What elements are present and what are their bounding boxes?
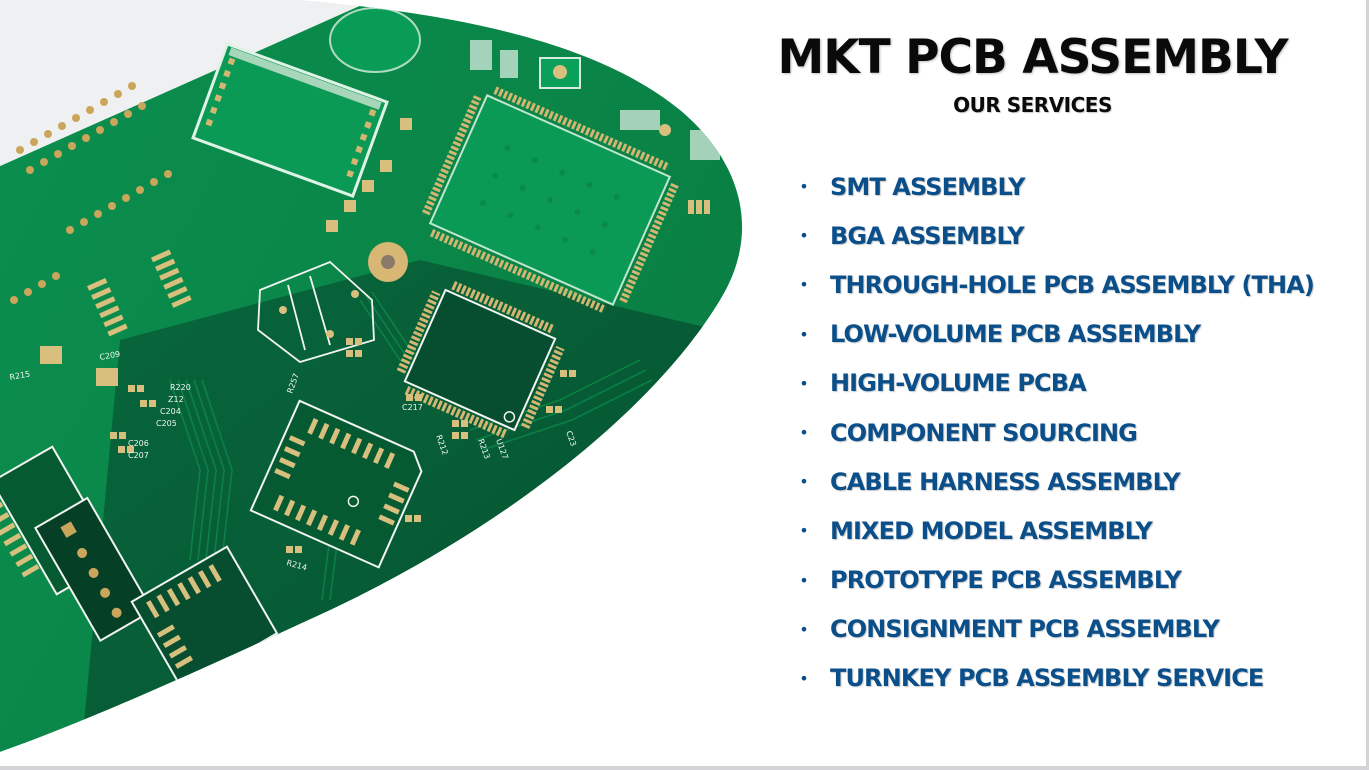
service-label: SMT ASSEMBLY [830,172,1026,201]
bullet-icon: • [799,521,809,541]
slide-border-bottom [0,766,1369,770]
service-label: MIXED MODEL ASSEMBLY [830,516,1153,545]
service-item-turnkey: • TURNKEY PCB ASSEMBLY SERVICE [793,654,1314,703]
service-label: LOW-VOLUME PCB ASSEMBLY [830,320,1201,349]
service-label: BGA ASSEMBLY [830,221,1025,250]
service-item-low-volume: • LOW-VOLUME PCB ASSEMBLY [793,310,1314,359]
services-list: • SMT ASSEMBLY • BGA ASSEMBLY • THROUGH-… [793,162,1315,703]
svg-text:C209: C209 [99,349,121,361]
service-item-cable-harness: • CABLE HARNESS ASSEMBLY [793,457,1314,506]
service-item-smt-assembly: • SMT ASSEMBLY [793,162,1314,211]
service-label: CONSIGNMENT PCB ASSEMBLY [830,615,1220,644]
bullet-icon: • [799,619,809,639]
service-label: HIGH-VOLUME PCBA [830,369,1087,398]
bullet-icon: • [799,324,809,344]
svg-text:R220: R220 [170,383,191,392]
service-item-mixed-model: • MIXED MODEL ASSEMBLY [793,506,1314,555]
service-label: TURNKEY PCB ASSEMBLY SERVICE [830,664,1264,693]
service-item-high-volume: • HIGH-VOLUME PCBA [793,359,1314,408]
service-label: PROTOTYPE PCB ASSEMBLY [830,566,1182,595]
slide-title: MKT PCB ASSEMBLY [777,30,1288,85]
svg-text:C204: C204 [160,407,181,416]
svg-text:C206: C206 [128,439,149,448]
bullet-icon: • [799,177,809,197]
bullet-icon: • [799,226,809,246]
service-label: CABLE HARNESS ASSEMBLY [830,467,1181,496]
slide-subtitle: OUR SERVICES [953,93,1112,117]
bullet-icon: • [799,275,809,295]
service-item-through-hole: • THROUGH-HOLE PCB ASSEMBLY (THA) [793,260,1315,309]
bullet-icon: • [799,472,809,492]
service-item-prototype: • PROTOTYPE PCB ASSEMBLY [793,556,1314,605]
bullet-icon: • [799,570,809,590]
svg-text:C217: C217 [402,403,423,412]
bullet-icon: • [799,423,809,443]
svg-text:Z12: Z12 [168,395,184,404]
svg-text:C205: C205 [156,419,177,428]
service-item-component-sourcing: • COMPONENT SOURCING [793,408,1314,457]
svg-text:C207: C207 [128,451,149,460]
slide-border-right [1366,0,1369,770]
service-label: THROUGH-HOLE PCB ASSEMBLY (THA) [830,270,1315,299]
bullet-icon: • [799,668,809,688]
bullet-icon: • [799,373,809,393]
svg-text:R215: R215 [9,369,31,381]
service-item-consignment: • CONSIGNMENT PCB ASSEMBLY [793,605,1314,654]
pcb-photo: C209 R215 R220 Z12 C204 C205 C206 C207 R… [0,0,743,752]
service-label: COMPONENT SOURCING [830,418,1138,447]
service-item-bga-assembly: • BGA ASSEMBLY [793,211,1314,260]
